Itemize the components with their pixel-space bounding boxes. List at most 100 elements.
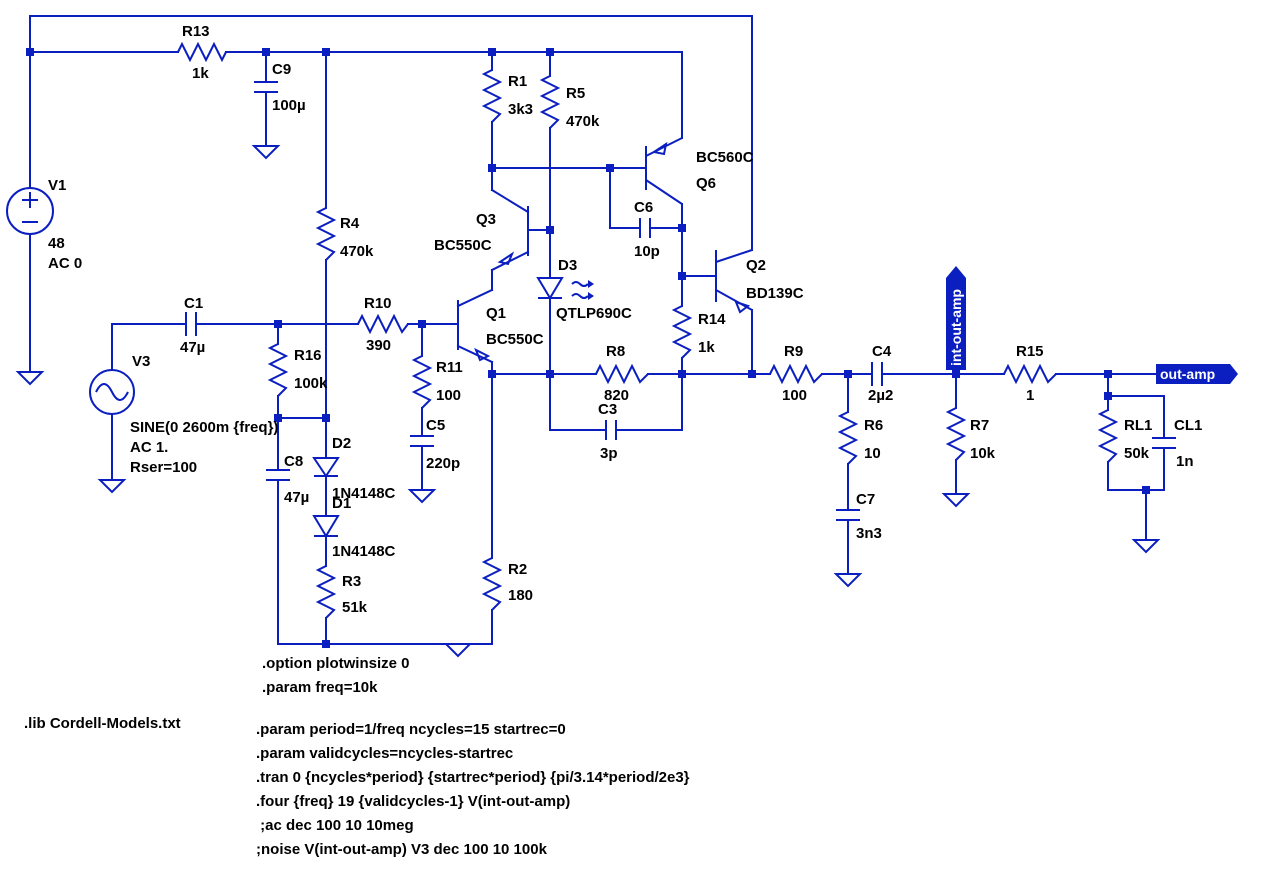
ref-R9: R9 xyxy=(784,343,803,360)
junction-dots xyxy=(26,48,1150,648)
value-C3: 3p xyxy=(600,445,618,462)
ref-C4: C4 xyxy=(872,343,892,360)
value-R11: 100 xyxy=(436,387,461,404)
ref-R11: R11 xyxy=(436,359,463,376)
ref-Q6: Q6 xyxy=(696,175,716,192)
grounds xyxy=(15,145,1161,658)
resistor-R5 xyxy=(539,75,561,129)
resistor-R6 xyxy=(837,411,859,465)
ref-C3: C3 xyxy=(598,401,617,418)
ref-C5: C5 xyxy=(426,417,445,434)
sources xyxy=(6,187,135,415)
directive-param-valid: .param validcycles=ncycles-startrec xyxy=(256,745,513,762)
value-C8: 47µ xyxy=(284,489,309,506)
ref-R15: R15 xyxy=(1016,343,1044,360)
ref-R1: R1 xyxy=(508,73,527,90)
value-R8: 820 xyxy=(604,387,629,404)
value-C6: 10p xyxy=(634,243,660,260)
value-R10: 390 xyxy=(366,337,391,354)
value-C5: 220p xyxy=(426,455,460,472)
transistors xyxy=(457,137,753,362)
ref-CL1: CL1 xyxy=(1174,417,1202,434)
model-D1: 1N4148C xyxy=(332,543,396,560)
ref-R5: R5 xyxy=(566,85,585,102)
ref-D2: D2 xyxy=(332,435,351,452)
resistor-R13 xyxy=(177,41,227,63)
value-R16: 100k xyxy=(294,375,328,392)
value-R6: 10 xyxy=(864,445,881,462)
diodes xyxy=(312,277,594,538)
resistor-R8 xyxy=(595,363,649,385)
value-V1: 48 xyxy=(48,235,65,252)
ref-C7: C7 xyxy=(856,491,875,508)
resistor-R4 xyxy=(315,207,337,261)
ref-R13: R13 xyxy=(182,23,210,40)
ref-R4: R4 xyxy=(340,215,360,232)
value-R3: 51k xyxy=(342,599,368,616)
value-CL1: 1n xyxy=(1176,453,1194,470)
ref-RL1: RL1 xyxy=(1124,417,1152,434)
ref-C6: C6 xyxy=(634,199,653,216)
value-C7: 3n3 xyxy=(856,525,882,542)
directive-noise: ;noise V(int-out-amp) V3 dec 100 10 100k xyxy=(256,841,548,858)
value-C1: 47µ xyxy=(180,339,205,356)
ref-C9: C9 xyxy=(272,61,291,78)
model-D2: 1N4148C xyxy=(332,485,396,502)
extra-V1: AC 0 xyxy=(48,255,82,272)
ref-V3: V3 xyxy=(132,353,150,370)
ref-R16: R16 xyxy=(294,347,322,364)
model-Q3: BC550C xyxy=(434,237,492,254)
value-R14: 1k xyxy=(698,339,715,356)
ref-Q2: Q2 xyxy=(746,257,766,274)
directive-four: .four {freq} 19 {validcycles-1} V(int-ou… xyxy=(256,793,570,810)
value-R15: 1 xyxy=(1026,387,1034,404)
capacitors xyxy=(185,81,1176,521)
resistor-R15 xyxy=(1003,363,1057,385)
model-Q2: BD139C xyxy=(746,285,804,302)
directive-param-period: .param period=1/freq ncycles=15 startrec… xyxy=(256,721,566,738)
ref-R7: R7 xyxy=(970,417,989,434)
ref-R3: R3 xyxy=(342,573,361,590)
ref-R8: R8 xyxy=(606,343,625,360)
value-R5: 470k xyxy=(566,113,600,130)
ref-R6: R6 xyxy=(864,417,883,434)
resistor-R14 xyxy=(671,305,693,359)
resistors xyxy=(177,41,1119,619)
value-C9: 100µ xyxy=(272,97,306,114)
model-Q1: BC550C xyxy=(486,331,544,348)
net-label-out-amp: out-amp xyxy=(1160,366,1215,382)
value-C4: 2µ2 xyxy=(868,387,893,404)
resistor-RL1 xyxy=(1097,409,1119,463)
resistor-R9 xyxy=(769,363,823,385)
resistor-R2 xyxy=(481,557,503,611)
ref-R2: R2 xyxy=(508,561,527,578)
net-flags xyxy=(946,266,1238,384)
resistor-R16 xyxy=(267,343,289,397)
resistor-R3 xyxy=(315,565,337,619)
model-D3: QTLP690C xyxy=(556,305,632,322)
line3-V3: Rser=100 xyxy=(130,459,197,476)
resistor-R7 xyxy=(945,407,967,461)
value-R4: 470k xyxy=(340,243,374,260)
resistor-R1 xyxy=(481,69,503,123)
line1-V3: SINE(0 2600m {freq}) xyxy=(130,419,278,436)
ref-D1: D1 xyxy=(332,495,351,512)
ref-C8: C8 xyxy=(284,453,303,470)
line2-V3: AC 1. xyxy=(130,439,168,456)
value-R13: 1k xyxy=(192,65,209,82)
directive-tran: .tran 0 {ncycles*period} {startrec*perio… xyxy=(256,769,690,786)
ref-R14: R14 xyxy=(698,311,726,328)
ref-R10: R10 xyxy=(364,295,392,312)
ref-C1: C1 xyxy=(184,295,203,312)
directive-ac: ;ac dec 100 10 10meg xyxy=(256,817,414,834)
value-R7: 10k xyxy=(970,445,996,462)
directive-lib: .lib Cordell-Models.txt xyxy=(24,715,181,732)
value-R2: 180 xyxy=(508,587,533,604)
value-RL1: 50k xyxy=(1124,445,1150,462)
resistor-R10 xyxy=(357,313,409,335)
labels: R13 1k C9 100µ V1 48 AC 0 R1 3k3 R5 470k… xyxy=(24,23,1215,858)
ref-V1: V1 xyxy=(48,177,66,194)
ref-D3: D3 xyxy=(558,257,577,274)
value-R9: 100 xyxy=(782,387,807,404)
